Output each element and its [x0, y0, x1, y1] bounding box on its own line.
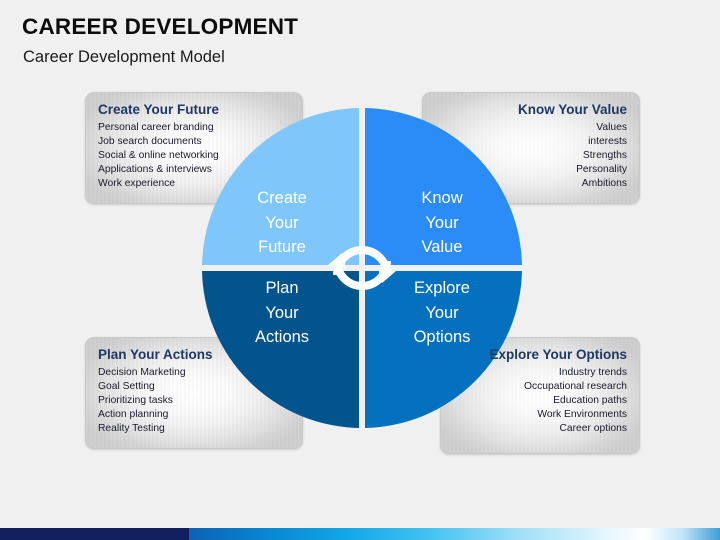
- wheel-horizontal-divider: [198, 265, 526, 271]
- card-explore-your-options[interactable]: Explore Your Options Industry trends Occ…: [440, 337, 640, 454]
- list-item: Occupational research: [523, 381, 627, 393]
- card-title: Know Your Value: [517, 102, 627, 117]
- list-item: Career options: [559, 423, 627, 435]
- page-title: CAREER DEVELOPMENT: [22, 14, 299, 39]
- list-item: Decision Marketing: [98, 366, 186, 378]
- card-item-list: Industry trends Occupational research Ed…: [453, 366, 627, 436]
- card-item-list: Values interests Strengths Personality A…: [435, 121, 627, 191]
- list-item: Personal career branding: [98, 121, 214, 133]
- bottom-bar-navy-segment: [0, 528, 189, 540]
- list-item: Applications & interviews: [98, 164, 212, 176]
- card-know-your-value[interactable]: Know Your Value Values interests Strengt…: [422, 92, 640, 204]
- list-item: Industry trends: [558, 366, 627, 378]
- card-plan-your-actions[interactable]: Plan Your Actions Decision Marketing Goa…: [85, 337, 303, 449]
- list-item: Social & online networking: [98, 150, 219, 162]
- card-title: Plan Your Actions: [98, 347, 213, 362]
- wheel-quadrant-know-your-value[interactable]: [365, 108, 522, 265]
- list-item: Personality: [576, 164, 627, 176]
- wheel-quadrant-plan-your-actions[interactable]: [202, 271, 359, 428]
- list-item: Action planning: [98, 409, 169, 421]
- card-item-list: Decision Marketing Goal Setting Prioriti…: [98, 366, 290, 436]
- list-item: Work experience: [98, 178, 176, 190]
- card-item-list: Personal career branding Job search docu…: [98, 121, 290, 191]
- list-item: Goal Setting: [98, 381, 155, 393]
- list-item: Work Environments: [537, 409, 627, 421]
- wheel-quadrant-create-your-future[interactable]: [202, 108, 359, 265]
- bottom-bar-gradient-segment: [189, 528, 720, 540]
- wheel-quadrant-explore-your-options[interactable]: [365, 271, 522, 428]
- card-create-your-future[interactable]: Create Your Future Personal career brand…: [85, 92, 303, 204]
- card-title: Explore Your Options: [489, 347, 627, 362]
- list-item: interests: [588, 136, 627, 148]
- bottom-accent-bar: [0, 528, 720, 540]
- list-item: Education paths: [553, 395, 627, 407]
- list-item: Values: [596, 121, 627, 133]
- page-subtitle: Career Development Model: [23, 48, 225, 66]
- list-item: Job search documents: [98, 136, 202, 148]
- circular-arrows-icon: [328, 246, 396, 290]
- card-title: Create Your Future: [98, 102, 220, 117]
- list-item: Ambitions: [581, 178, 627, 190]
- list-item: Reality Testing: [98, 423, 165, 435]
- list-item: Prioritizing tasks: [98, 395, 173, 407]
- list-item: Strengths: [582, 150, 627, 162]
